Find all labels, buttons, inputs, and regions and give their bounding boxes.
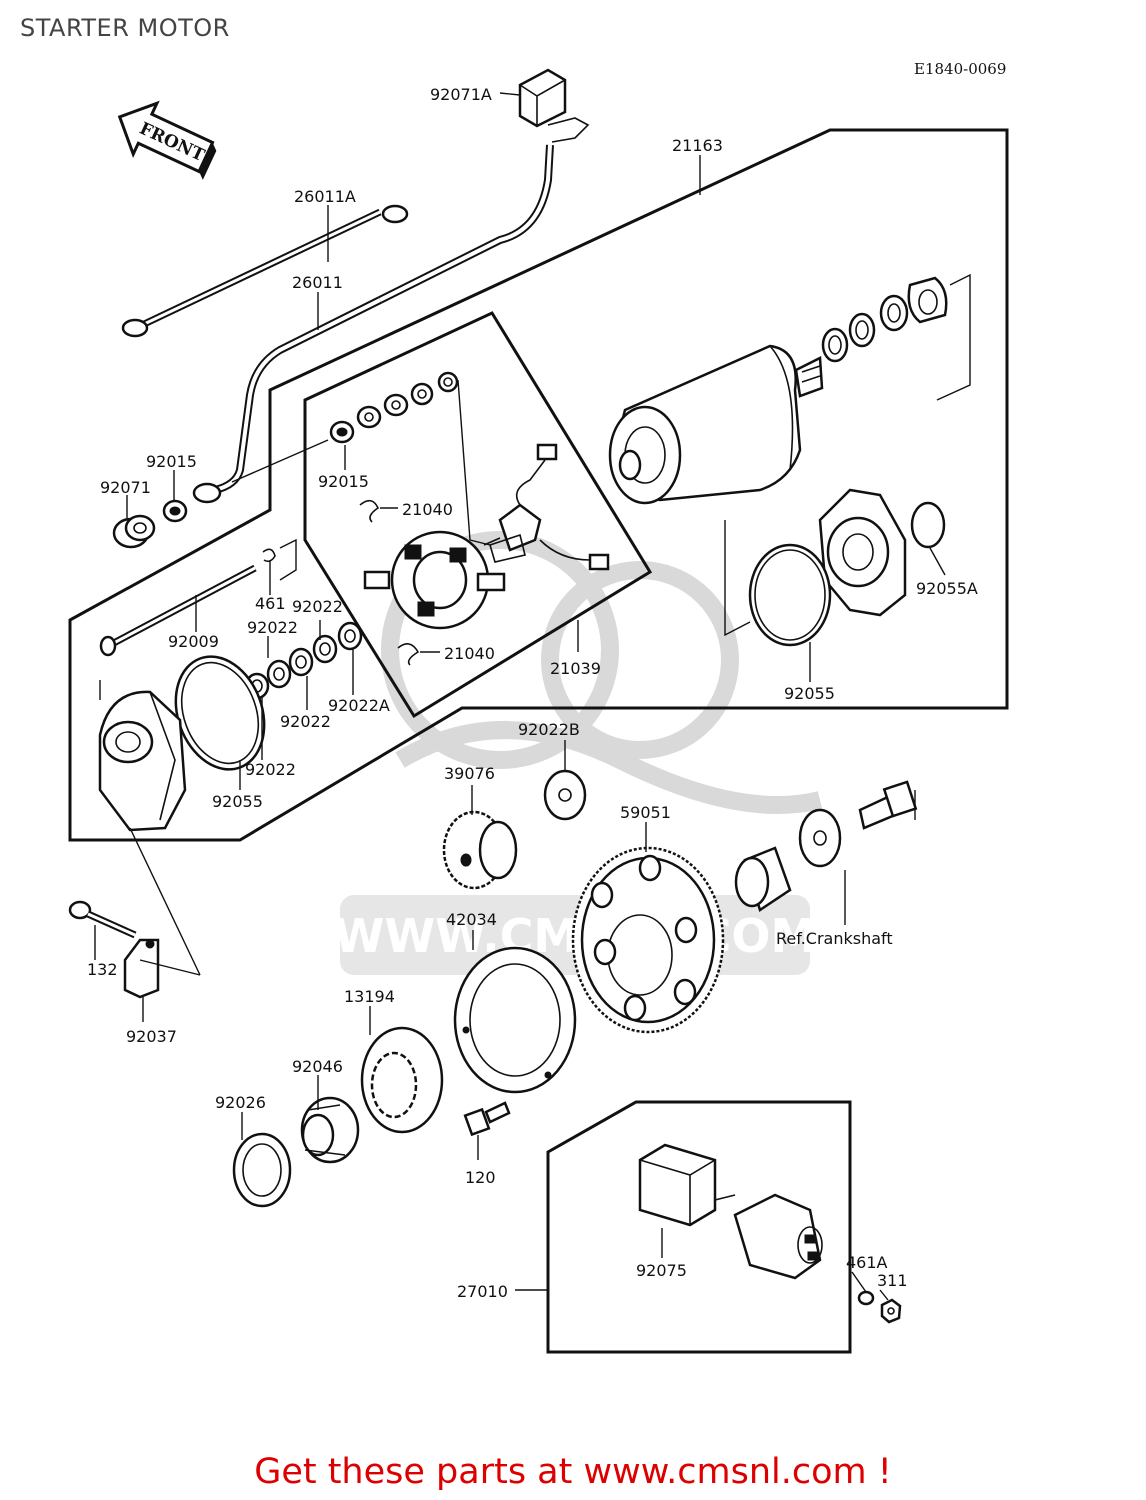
- end-cover-right: [818, 488, 907, 617]
- brush-spring-21040-bottom: [397, 643, 420, 666]
- relay-body-27010: [733, 1193, 823, 1280]
- label-ref-crankshaft: Ref.Crankshaft: [776, 929, 893, 948]
- label-92022-a: 92022: [292, 597, 343, 616]
- label-120: 120: [465, 1168, 496, 1187]
- label-92022-d: 92022: [245, 760, 296, 779]
- label-92015-left: 92015: [146, 452, 197, 471]
- label-92055-right: 92055: [784, 684, 835, 703]
- motor-yoke: [608, 344, 824, 505]
- brush-holder-boundary: [303, 311, 653, 719]
- label-92022a: 92022A: [328, 696, 390, 715]
- crankshaft-parts: [734, 780, 918, 912]
- label-92046: 92046: [292, 1057, 343, 1076]
- label-21039: 21039: [550, 659, 601, 678]
- label-92055-left: 92055: [212, 792, 263, 811]
- label-92071: 92071: [100, 478, 151, 497]
- promo-banner[interactable]: Get these parts at www.cmsnl.com !: [254, 1452, 892, 1492]
- label-92015-box: 92015: [318, 472, 369, 491]
- label-311: 311: [877, 1271, 908, 1290]
- label-92071a: 92071A: [430, 85, 492, 104]
- page-title: STARTER MOTOR: [20, 14, 230, 42]
- clutch-gear-59051: [571, 846, 725, 1034]
- relay-boot-92075: [638, 1143, 736, 1227]
- label-39076: 39076: [444, 764, 495, 783]
- motor-assembly-boundary: [68, 128, 1009, 842]
- brush-spring-21040-top: [359, 499, 380, 523]
- bolt-132: [68, 900, 137, 939]
- washer-92015-left: [162, 499, 188, 523]
- end-cover-left: [98, 690, 187, 832]
- washer-92022b: [543, 769, 587, 821]
- brush-plate: [363, 530, 506, 630]
- leader-lines: [94, 92, 971, 1301]
- washer-stack-92022: [244, 621, 363, 700]
- label-92075: 92075: [636, 1261, 687, 1280]
- starter-relay-boundary: [546, 1100, 852, 1354]
- bearing-92046: [300, 1096, 360, 1164]
- seal-stack-right: [821, 276, 948, 363]
- nut-461a: [857, 1290, 875, 1306]
- nut-311: [880, 1298, 902, 1324]
- brush-lead-terminal: [483, 443, 610, 571]
- one-way-clutch-13194: [360, 1026, 444, 1134]
- label-92022b: 92022B: [518, 720, 580, 739]
- label-92022-c: 92022: [280, 712, 331, 731]
- clutch-housing-42034: [453, 946, 577, 1094]
- label-59051: 59051: [620, 803, 671, 822]
- label-21163: 21163: [672, 136, 723, 155]
- idle-gear-39076: [442, 810, 518, 890]
- label-92055a: 92055A: [916, 579, 978, 598]
- cable-26011a: [121, 204, 409, 338]
- label-132: 132: [87, 960, 118, 979]
- through-bolt-92009: [99, 548, 276, 657]
- front-arrow-marker: FRONT: [117, 100, 217, 180]
- bolt-120: [463, 1101, 511, 1137]
- label-26011: 26011: [292, 273, 343, 292]
- label-92026: 92026: [215, 1093, 266, 1112]
- label-42034: 42034: [446, 910, 497, 929]
- nut-92071: [112, 514, 156, 549]
- o-ring-92055-right: [748, 543, 832, 647]
- cable-26011: [192, 296, 382, 504]
- diagram-code: E1840-0069: [914, 60, 1007, 78]
- label-27010: 27010: [457, 1282, 508, 1301]
- label-461: 461: [255, 594, 286, 613]
- o-ring-92055a: [910, 501, 946, 549]
- label-92009: 92009: [168, 632, 219, 651]
- part-labels: 92071A 21163 26011A 26011 92015 92071 92…: [87, 85, 978, 1301]
- label-13194: 13194: [344, 987, 395, 1006]
- label-26011a: 26011A: [294, 187, 356, 206]
- relay-lead-92071a: [378, 68, 590, 304]
- brush-washers: [329, 371, 459, 444]
- bracket-92037: [123, 938, 160, 999]
- label-92037: 92037: [126, 1027, 177, 1046]
- label-21040-bottom: 21040: [444, 644, 495, 663]
- label-461a: 461A: [846, 1253, 888, 1272]
- label-21040-top: 21040: [402, 500, 453, 519]
- label-92022-b: 92022: [247, 618, 298, 637]
